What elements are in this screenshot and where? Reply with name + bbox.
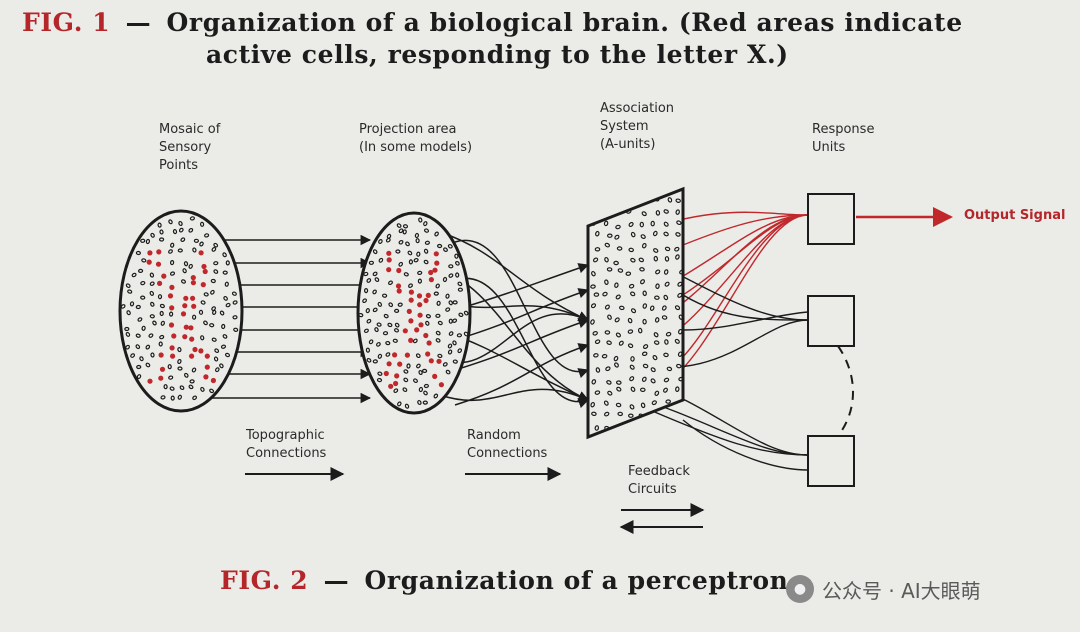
random-connection-lines xyxy=(439,231,589,409)
association-unit-dots xyxy=(590,194,683,433)
fig1-number: FIG. 1 xyxy=(22,8,111,37)
response-unit-rn xyxy=(807,435,855,487)
label-random: Random Connections xyxy=(467,428,548,461)
label-association: Association System (A-units) xyxy=(600,101,675,152)
response-unit-r1 xyxy=(807,193,855,245)
fig2-number: FIG. 2 xyxy=(220,566,309,595)
label-projection: Projection area (In some models) xyxy=(359,122,473,155)
sensory-point-dots xyxy=(120,216,239,401)
label-sensory: Mosaic of Sensory Points xyxy=(159,122,221,173)
fig1-caption-line1: Organization of a biological brain. (Red… xyxy=(166,8,963,37)
fig1-caption-line2: active cells, responding to the letter X… xyxy=(206,40,789,69)
association-system xyxy=(586,186,685,440)
label-output-signal: Output Signal xyxy=(964,208,1066,223)
watermark: ● 公众号 · AI大眼萌 xyxy=(786,569,981,609)
response-unit-r2 xyxy=(807,295,855,347)
label-feedback: Feedback Circuits xyxy=(628,464,690,497)
watermark-text: 公众号 · AI大眼萌 xyxy=(822,578,981,603)
projection-area xyxy=(356,211,472,415)
response-dashed-arc xyxy=(837,345,854,437)
label-topographic: Topographic Connections xyxy=(246,428,327,461)
projection-area-dots xyxy=(358,217,469,409)
fig1-dash: — xyxy=(125,8,152,37)
wechat-icon: ● xyxy=(786,575,814,603)
label-response: Response Units xyxy=(812,122,875,155)
fig1-title: FIG. 1 — Organization of a biological br… xyxy=(22,8,963,37)
fig2-caption: Organization of a perceptron. xyxy=(364,566,798,595)
fig2-title: FIG. 2 — Organization of a perceptron. xyxy=(220,566,798,595)
fig2-dash: — xyxy=(323,566,350,595)
